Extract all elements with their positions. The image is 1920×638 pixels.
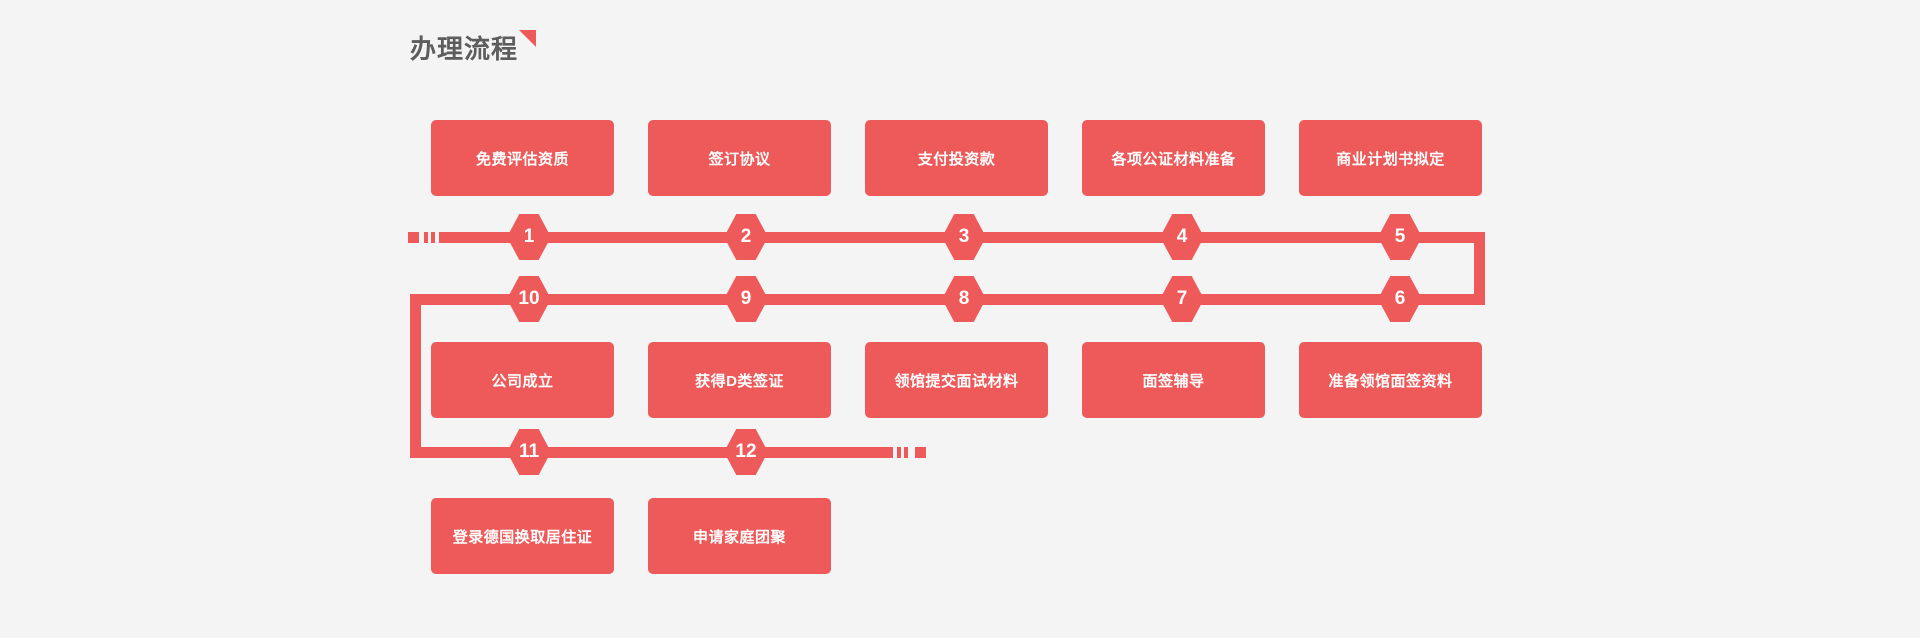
track-end-bar-icon-1 (897, 447, 901, 458)
flow-card-step-1-label: 免费评估资质 (475, 150, 569, 168)
step-marker-12[interactable]: 12 (724, 429, 768, 475)
flow-card-row-bottom: 登录德国换取居住证 申请家庭团聚 (431, 498, 1496, 574)
step-marker-1-label: 1 (523, 225, 535, 247)
flow-card-step-12-label: 申请家庭团聚 (692, 528, 786, 546)
step-marker-7-label: 7 (1176, 287, 1188, 309)
flow-card-step-4-label: 各项公证材料准备 (1111, 150, 1236, 168)
step-marker-2-label: 2 (740, 225, 752, 247)
step-marker-4-label: 4 (1176, 225, 1188, 247)
step-marker-8-label: 8 (958, 287, 970, 309)
flow-card-step-5[interactable]: 商业计划书拟定 (1299, 120, 1482, 196)
page-title-text: 办理流程 (410, 34, 519, 64)
flow-track-turn-right (1474, 232, 1485, 305)
step-marker-7[interactable]: 7 (1160, 276, 1204, 322)
flow-track-row3 (410, 447, 893, 458)
step-marker-11[interactable]: 11 (507, 429, 551, 475)
flow-card-step-11-label: 登录德国换取居住证 (452, 528, 593, 546)
step-marker-12-label: 12 (735, 440, 757, 462)
step-marker-5-label: 5 (1394, 225, 1406, 247)
step-marker-11-label: 11 (518, 440, 540, 462)
flow-card-step-6-label: 准备领馆面签资料 (1328, 372, 1453, 390)
step-marker-1[interactable]: 1 (507, 214, 551, 260)
step-marker-9[interactable]: 9 (724, 276, 768, 322)
flow-card-step-8[interactable]: 领馆提交面试材料 (865, 342, 1048, 418)
flow-card-step-5-label: 商业计划书拟定 (1336, 150, 1445, 168)
step-marker-10-label: 10 (518, 287, 540, 309)
flow-card-step-12[interactable]: 申请家庭团聚 (648, 498, 831, 574)
track-start-bar-icon-2 (431, 232, 435, 243)
flow-card-row-middle: 公司成立 获得D类签证 领馆提交面试材料 面签辅导 准备领馆面签资料 (431, 342, 1496, 418)
triangle-corner-icon (519, 30, 537, 47)
track-start-square-icon (408, 232, 419, 243)
track-end-bar-icon-2 (904, 447, 908, 458)
flow-card-step-7[interactable]: 面签辅导 (1082, 342, 1265, 418)
step-marker-6-label: 6 (1394, 287, 1406, 309)
flow-card-step-10-label: 公司成立 (491, 372, 554, 390)
step-marker-3-label: 3 (958, 225, 970, 247)
flow-card-step-9[interactable]: 获得D类签证 (648, 342, 831, 418)
step-marker-2[interactable]: 2 (724, 214, 768, 260)
flow-card-step-10[interactable]: 公司成立 (431, 342, 614, 418)
track-end-square-icon (915, 447, 926, 458)
flow-card-step-3[interactable]: 支付投资款 (865, 120, 1048, 196)
step-marker-10[interactable]: 10 (507, 276, 551, 322)
step-marker-4[interactable]: 4 (1160, 214, 1204, 260)
flow-card-step-4[interactable]: 各项公证材料准备 (1082, 120, 1265, 196)
flow-card-step-3-label: 支付投资款 (917, 150, 996, 168)
flow-card-step-2[interactable]: 签订协议 (648, 120, 831, 196)
flow-card-step-8-label: 领馆提交面试材料 (894, 372, 1019, 390)
step-marker-6[interactable]: 6 (1378, 276, 1422, 322)
step-marker-9-label: 9 (740, 287, 752, 309)
step-marker-3[interactable]: 3 (942, 214, 986, 260)
flow-card-row-top: 免费评估资质 签订协议 支付投资款 各项公证材料准备 商业计划书拟定 (431, 120, 1496, 196)
flow-card-step-11[interactable]: 登录德国换取居住证 (431, 498, 614, 574)
flow-card-step-6[interactable]: 准备领馆面签资料 (1299, 342, 1482, 418)
flow-card-step-9-label: 获得D类签证 (695, 372, 784, 390)
page-title: 办理流程 (410, 30, 537, 64)
flow-card-step-7-label: 面签辅导 (1142, 372, 1205, 390)
flow-card-step-1[interactable]: 免费评估资质 (431, 120, 614, 196)
step-marker-5[interactable]: 5 (1378, 214, 1422, 260)
flow-track-turn-left (410, 294, 421, 458)
flow-card-step-2-label: 签订协议 (708, 150, 771, 168)
track-start-bar-icon-1 (424, 232, 428, 243)
step-marker-8[interactable]: 8 (942, 276, 986, 322)
